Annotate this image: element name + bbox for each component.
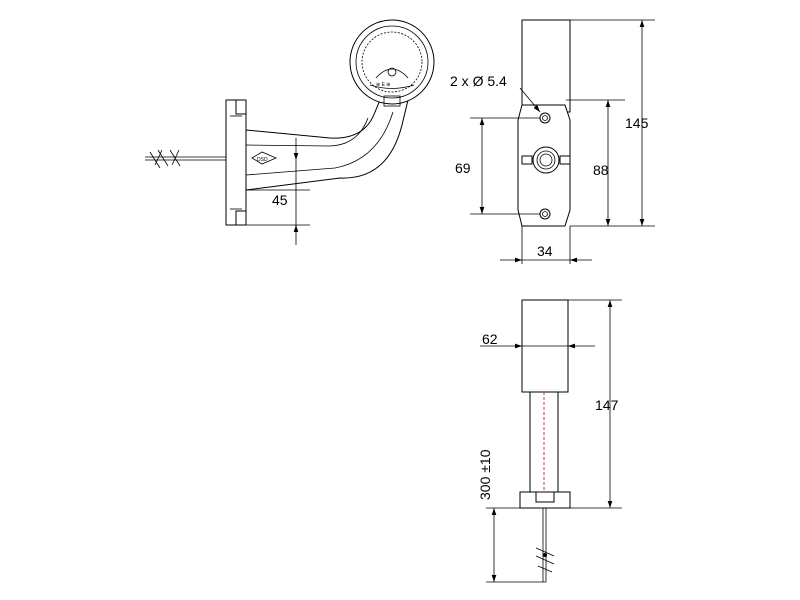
svg-text:DSD: DSD	[257, 157, 268, 163]
front-hole-lower	[539, 208, 551, 220]
side-mount-flange	[225, 99, 247, 226]
dim-cable-length: 300 ±10	[477, 449, 546, 583]
dim-front-total: 145	[570, 19, 655, 227]
side-lamp-head: ⊕ E ⊕	[349, 19, 435, 107]
dim-label-88: 88	[593, 162, 609, 178]
front-hole-upper	[539, 112, 551, 124]
top-cable	[535, 508, 555, 582]
svg-text:⊕ E ⊕: ⊕ E ⊕	[376, 82, 391, 88]
front-lamp-housing	[521, 19, 571, 113]
dim-label-34: 34	[537, 243, 553, 259]
dim-label-147: 147	[595, 397, 619, 413]
front-view: 2 x Ø 5.4 145 88 69	[450, 19, 655, 264]
dim-top-height: 147	[568, 299, 622, 509]
dim-front-width: 34	[500, 226, 592, 264]
dasteri-logo: DSD	[251, 151, 278, 165]
side-arm: DSD	[245, 99, 409, 191]
dim-front-mount: 88	[566, 99, 625, 226]
dim-front-holes: 69	[455, 117, 540, 215]
dim-label-62: 62	[482, 331, 498, 347]
front-hub	[521, 146, 571, 174]
dim-label-145: 145	[625, 115, 649, 131]
dim-label-69: 69	[455, 160, 471, 176]
dim-top-width: 62	[480, 331, 595, 349]
side-view: DSD ⊕ E ⊕ 45	[145, 19, 435, 245]
top-view: 62 147 300 ±10	[477, 299, 622, 583]
dim-label-45: 45	[272, 192, 288, 208]
dim-label-300: 300 ±10	[477, 449, 493, 500]
side-cable	[145, 149, 230, 169]
dim-label-holes: 2 x Ø 5.4	[450, 73, 507, 89]
dim-side-offset: 45	[246, 138, 310, 245]
